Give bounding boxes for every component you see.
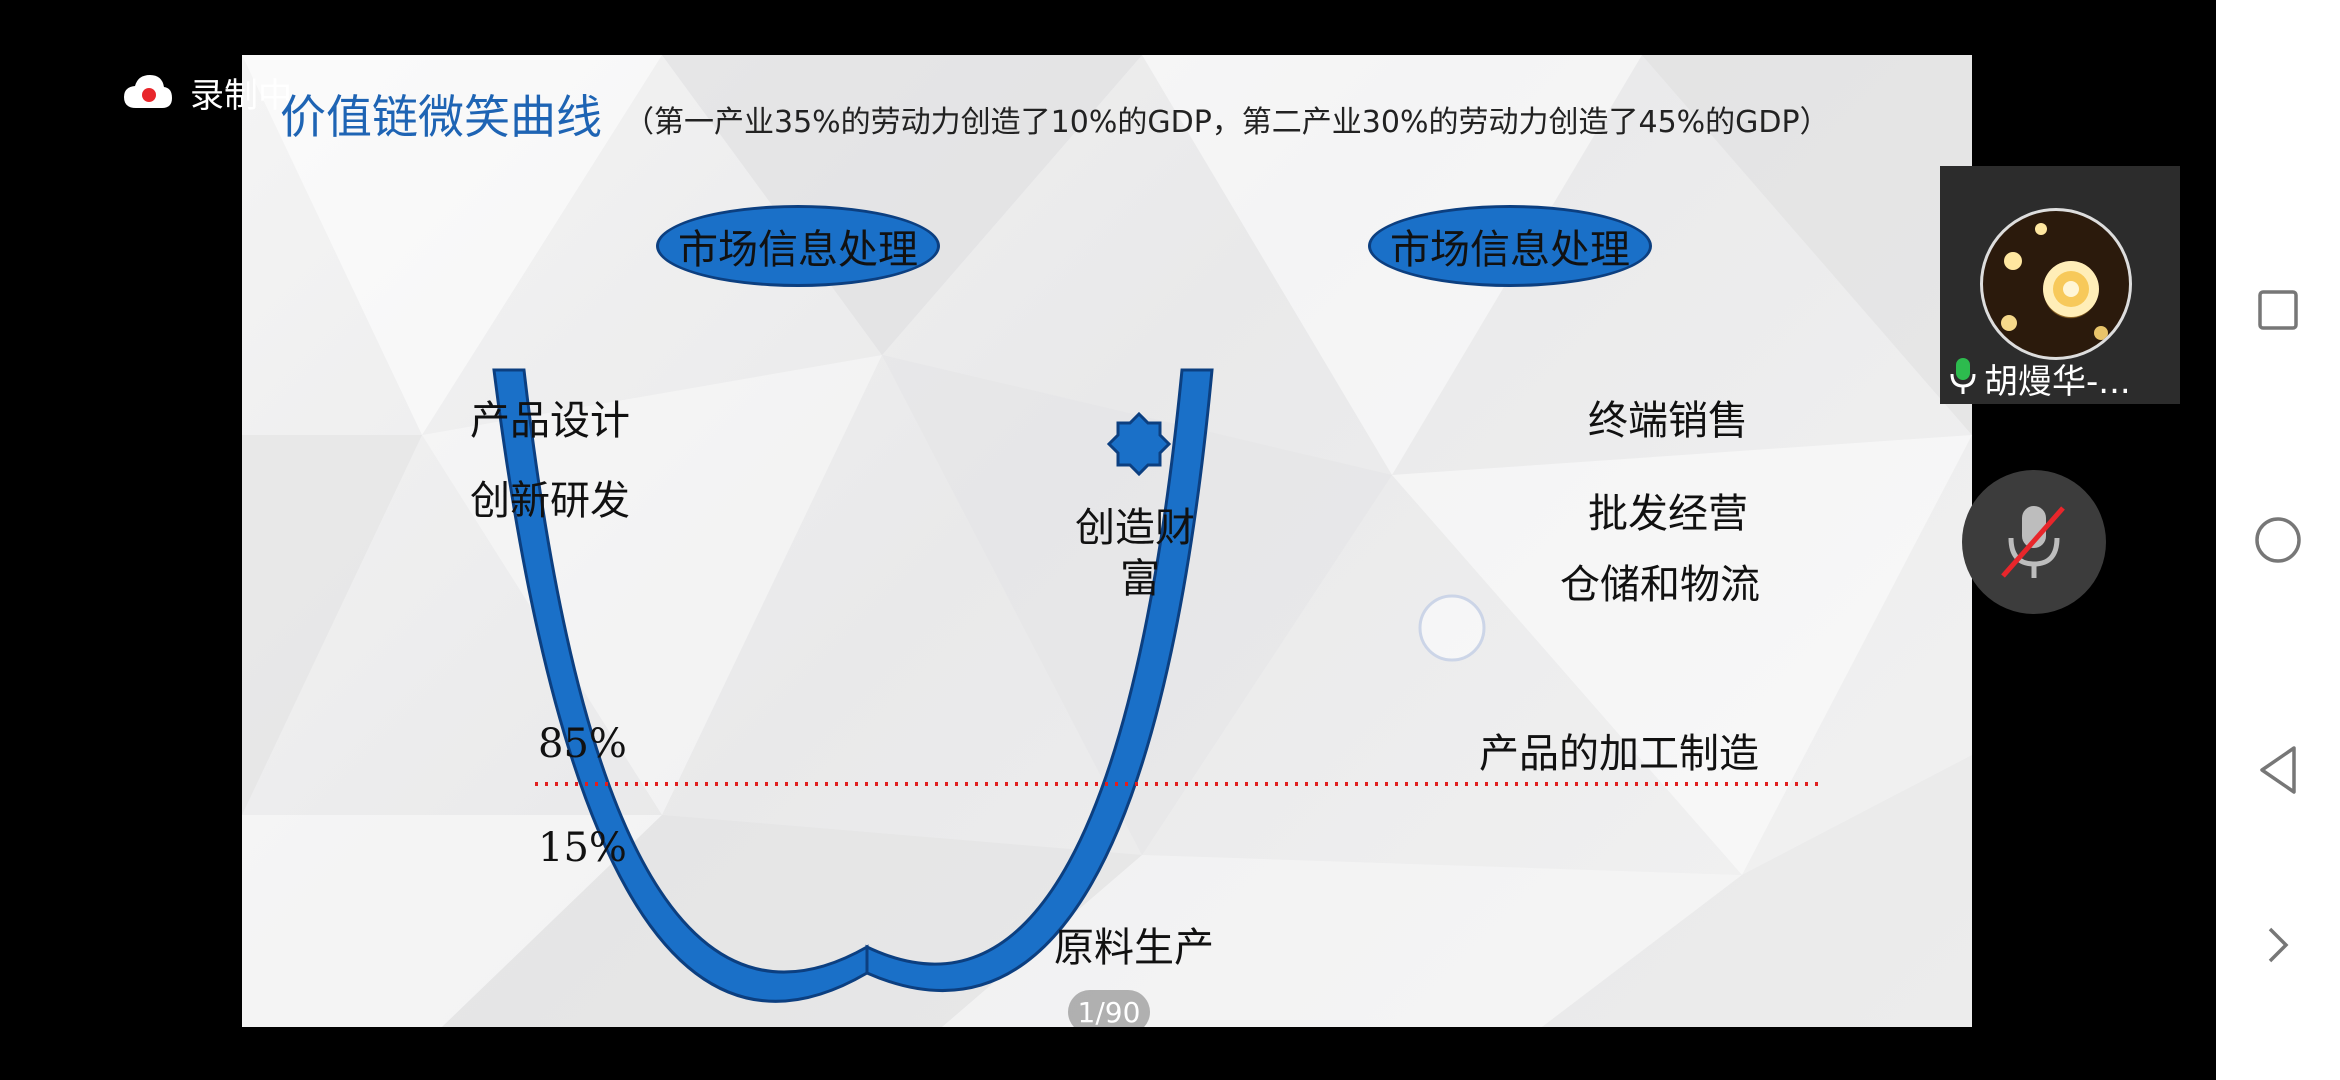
avatar — [1980, 208, 2132, 360]
label-85-percent: 85% — [538, 721, 627, 767]
label-15-percent: 15% — [538, 825, 627, 871]
recording-label: 录制中 — [190, 75, 292, 116]
smile-curve-right — [865, 368, 1214, 992]
back-button[interactable] — [2216, 725, 2340, 815]
label-terminal-sales: 终端销售 — [1588, 398, 1748, 444]
expand-button[interactable] — [2216, 900, 2340, 990]
shared-slide: 价值链微笑曲线 （第一产业35%的劳动力创造了10%的GDP，第二产业30%的劳… — [242, 55, 1972, 1027]
back-icon — [2260, 746, 2296, 794]
label-warehousing-logistics: 仓储和物流 — [1560, 562, 1760, 608]
system-navigation-bar — [2216, 0, 2340, 1080]
label-manufacturing: 产品的加工制造 — [1479, 731, 1759, 777]
recording-indicator[interactable]: 录制中 — [122, 68, 292, 116]
cursor-touch-indicator — [1418, 594, 1486, 662]
left-oval-label: 市场信息处理 — [656, 205, 940, 287]
right-oval-label: 市场信息处理 — [1368, 205, 1652, 287]
participant-tile[interactable]: 胡熳华-... — [1940, 166, 2180, 404]
star-icon — [1106, 411, 1172, 477]
label-create-wealth-1: 创造财 — [1075, 505, 1195, 551]
mic-active-icon — [1950, 358, 1976, 394]
slide-title: 价值链微笑曲线 — [280, 90, 602, 144]
home-button[interactable] — [2216, 495, 2340, 585]
slide-subtitle: （第一产业35%的劳动力创造了10%的GDP，第二产业30%的劳动力创造了45%… — [624, 105, 1830, 140]
page-indicator: 1/90 — [1068, 990, 1150, 1027]
label-create-wealth-2: 富 — [1120, 556, 1160, 602]
recent-apps-button[interactable] — [2216, 265, 2340, 355]
label-raw-material: 原料生产 — [1054, 925, 1214, 971]
avatar-image — [2001, 223, 2108, 340]
label-innovation-rd: 创新研发 — [470, 478, 630, 524]
label-product-design: 产品设计 — [470, 398, 630, 444]
recent-apps-icon — [2258, 290, 2298, 330]
home-icon — [2255, 517, 2301, 563]
participant-name: 胡熳华-... — [1984, 362, 2131, 402]
smile-curve — [492, 368, 869, 1003]
smile-curve-diagram — [492, 368, 1822, 1003]
mute-toggle-button[interactable] — [1962, 470, 2106, 614]
mic-muted-icon — [2001, 506, 2065, 578]
cloud-record-icon — [124, 75, 172, 108]
label-wholesale: 批发经营 — [1588, 491, 1748, 537]
expand-icon — [2268, 927, 2289, 963]
